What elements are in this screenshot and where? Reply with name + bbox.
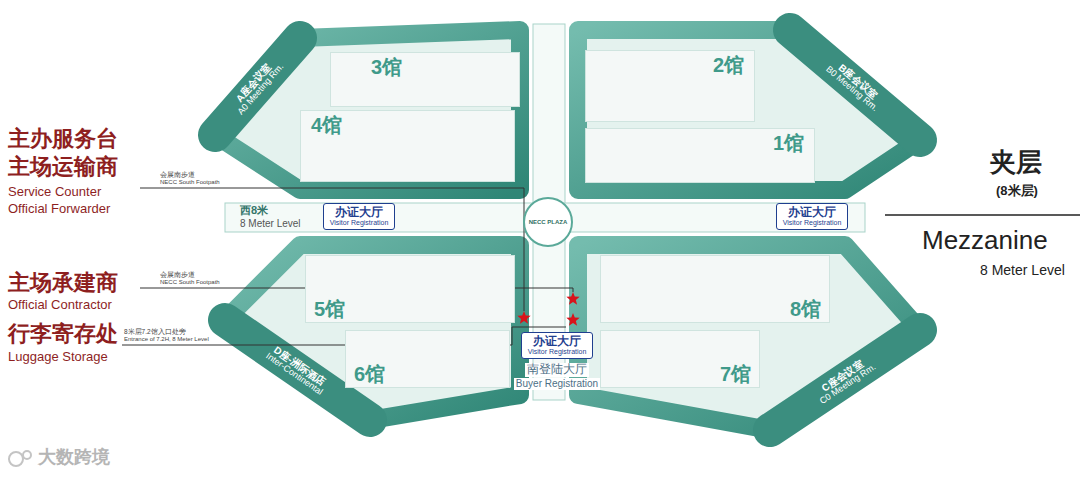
watermark-icon: [9, 451, 31, 466]
location-note: NECC South Footpath: [160, 279, 220, 286]
registration-box: 办证大厅Visitor Registration: [323, 203, 396, 230]
floor-title: 夹层: [990, 148, 1042, 178]
exhibition-hall: 3馆: [330, 52, 520, 107]
node-title: 3馆: [371, 57, 402, 77]
location-note: 会展南步道: [160, 171, 195, 178]
callout-subtitle: Official Forwarder: [8, 202, 110, 217]
title-divider: [885, 214, 1080, 216]
registration-box: 办证大厅Visitor Registration: [521, 332, 594, 359]
area-label: 8 Meter Level: [240, 218, 301, 230]
watermark: 大数跨境: [38, 447, 110, 468]
node-title: 办证大厅: [783, 206, 842, 219]
node-subtitle: Visitor Registration: [783, 219, 842, 227]
node-title: NECC PLAZA: [529, 219, 568, 225]
location-star: [517, 311, 530, 324]
node-title: 7馆: [720, 364, 751, 384]
location-star: [566, 313, 579, 326]
meeting-band-shape: [215, 38, 300, 135]
northwest-petal: [215, 30, 520, 190]
area-label: 南登陆大厅: [525, 363, 589, 377]
callout-subtitle: Service Counter: [8, 185, 101, 200]
location-star: [566, 292, 579, 305]
location-note: NECC South Footpath: [160, 179, 220, 186]
node-title: 办证大厅: [528, 335, 587, 348]
exhibition-hall: 7馆: [600, 330, 760, 388]
exhibition-hall: 4馆: [300, 110, 515, 182]
node-subtitle: Visitor Registration: [528, 348, 587, 356]
node-subtitle: Visitor Registration: [330, 219, 389, 227]
exhibition-hall: 8馆: [600, 255, 830, 323]
callout-subtitle: Luggage Storage: [8, 350, 108, 365]
plaza-circle: NECC PLAZA: [523, 197, 573, 247]
location-note: 会展南步道: [160, 271, 195, 278]
callout-title: 主场承建商: [8, 270, 118, 295]
callout-title: 行李寄存处: [8, 321, 118, 346]
location-note: 8米层7.2馆入口处旁: [122, 328, 188, 335]
floor-subtitle: 8 Meter Level: [980, 262, 1065, 278]
southeast-petal: [578, 245, 920, 430]
registration-box: 办证大厅Visitor Registration: [776, 203, 849, 230]
node-title: 8馆: [790, 299, 821, 319]
northeast-petal: [578, 30, 920, 190]
exhibition-hall: 2馆: [585, 50, 755, 122]
meeting-band-shape: [770, 330, 920, 430]
node-title: 2馆: [713, 55, 744, 75]
exhibition-hall: 6馆: [345, 330, 510, 388]
exhibition-hall: 5馆: [305, 255, 515, 323]
area-label: 西8米: [240, 204, 268, 217]
floor-title: Mezzanine: [922, 226, 1048, 256]
node-title: 办证大厅: [330, 206, 389, 219]
node-title: 6馆: [354, 364, 385, 384]
exhibition-hall: 1馆: [585, 128, 815, 183]
location-note: Entrance of 7.2H, 8 Meter Level: [122, 336, 211, 343]
callout-title: 主场运输商: [8, 154, 118, 179]
area-label: Buyer Registration: [514, 378, 600, 390]
floor-subtitle: (8米层): [996, 184, 1038, 199]
node-title: 5馆: [314, 299, 345, 319]
callout-title: 主办服务台: [8, 126, 118, 151]
node-title: 1馆: [773, 133, 804, 153]
node-title: 4馆: [311, 115, 342, 135]
callout-subtitle: Official Contractor: [8, 298, 112, 313]
meeting-band-shape: [790, 30, 920, 140]
southwest-petal: [225, 245, 520, 420]
